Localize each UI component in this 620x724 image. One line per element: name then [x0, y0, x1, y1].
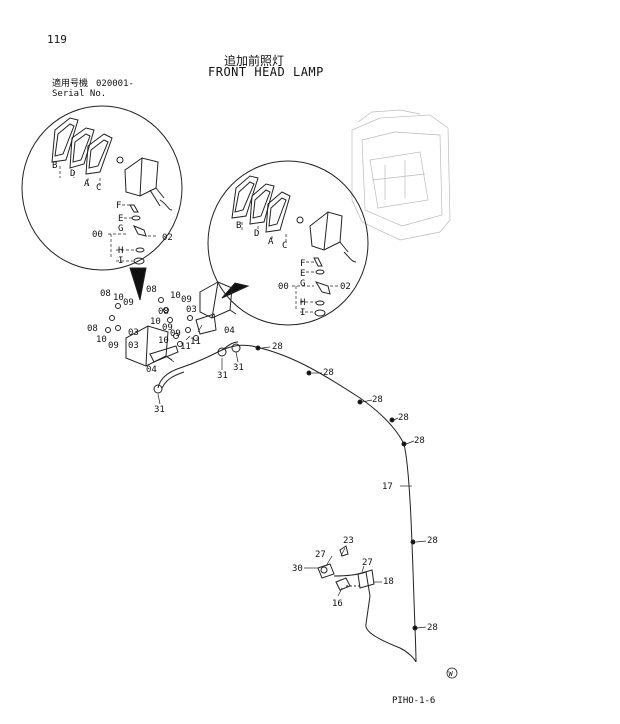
callout-I-right: I [300, 308, 305, 318]
serial-value: 020001- [96, 79, 134, 89]
callout-03-b: 03 [128, 341, 139, 351]
leaders-right-bubble [241, 222, 338, 313]
callout-27-b: 27 [362, 558, 373, 568]
machine-outline [351, 109, 451, 241]
switch-panel [317, 545, 375, 597]
callout-E-left: E [118, 214, 123, 224]
serial-label-japanese: 適用号機 [52, 79, 89, 89]
callout-31-a: 31 [154, 405, 165, 415]
callout-17: 17 [382, 482, 393, 492]
callout-G-left: G [118, 224, 123, 234]
callout-08-d: 08 [158, 307, 169, 317]
callout-I-left: I [118, 256, 123, 266]
callout-04-a: 04 [146, 365, 157, 375]
callout-18: 18 [383, 577, 394, 587]
callout-B-right: B [236, 221, 241, 231]
callout-08-c: 08 [146, 285, 157, 295]
pointer-right [221, 282, 250, 299]
page-number: 119 [47, 33, 67, 46]
callout-10-e: 10 [158, 336, 169, 346]
lamp-exploded-right [231, 175, 357, 317]
callout-23: 23 [343, 536, 354, 546]
callout-09-b: 09 [108, 341, 119, 351]
callout-G-right: G [300, 279, 305, 289]
callout-30: 30 [292, 564, 303, 574]
callout-labels: B D A C F E G 00 02 H I B D A C F E G 00… [52, 161, 438, 633]
lamp-assembly-left [105, 297, 183, 367]
callout-F-left: F [116, 201, 121, 211]
wire-harness [153, 341, 418, 663]
callout-16: 16 [332, 599, 343, 609]
callout-C-right: C [282, 241, 287, 251]
callout-leaders [157, 324, 427, 629]
footer-code: PIHO-1-6 [392, 696, 436, 706]
callout-28-c: 28 [372, 395, 383, 405]
circled-w-stamp: W [446, 667, 458, 679]
callout-28-e: 28 [414, 436, 425, 446]
callout-28-b: 28 [323, 368, 334, 378]
callout-03-c: 03 [186, 305, 197, 315]
callout-H-right: H [300, 298, 305, 308]
callout-11-a: 11 [180, 342, 191, 352]
callout-10-a: 10 [113, 293, 124, 303]
callout-H-left: H [118, 246, 123, 256]
callout-A-left: A [84, 179, 90, 189]
callout-02-left: 02 [162, 233, 173, 243]
callout-F-right: F [300, 259, 305, 269]
callout-03-a: 03 [128, 328, 139, 338]
callout-11-b: 11 [190, 337, 201, 347]
callout-D-right: D [254, 229, 259, 239]
detail-bubble-left [21, 105, 183, 271]
lamp-assembly-right [185, 281, 237, 341]
callout-04-b: 04 [224, 326, 235, 336]
callout-C-left: C [96, 183, 101, 193]
callout-28-g: 28 [427, 623, 438, 633]
stamp-symbol: W [449, 670, 454, 678]
serial-label-english: Serial No. [52, 89, 107, 99]
callout-28-d: 28 [398, 413, 409, 423]
callout-D-left: D [70, 169, 75, 179]
callout-09-c: 09 [181, 295, 192, 305]
callout-B-left: B [52, 161, 57, 171]
title-english: FRONT HEAD LAMP [208, 65, 324, 79]
callout-10-b: 10 [96, 335, 107, 345]
callout-A-right: A [268, 237, 274, 247]
callout-00-left: 00 [92, 230, 103, 240]
pointer-left [129, 267, 147, 301]
callout-08-a: 08 [100, 289, 111, 299]
callout-02-right: 02 [340, 282, 351, 292]
callout-08-b: 08 [87, 324, 98, 334]
callout-00-right: 00 [278, 282, 289, 292]
callout-27-a: 27 [315, 550, 326, 560]
callout-31-c: 31 [233, 363, 244, 373]
detail-bubble-right [207, 160, 369, 326]
callout-09-a: 09 [123, 298, 134, 308]
callout-31-b: 31 [217, 371, 228, 381]
callout-E-right: E [300, 269, 305, 279]
leaders-left-bubble [59, 166, 158, 262]
lamp-exploded-left [51, 117, 173, 265]
callout-10-c: 10 [170, 291, 181, 301]
callout-28-f: 28 [427, 536, 438, 546]
callout-09-d: 09 [162, 323, 173, 333]
callout-28-a: 28 [272, 342, 283, 352]
title-japanese: 追加前照灯 [224, 54, 285, 68]
callout-10-d: 10 [150, 317, 161, 327]
callout-09-e: 09 [170, 329, 181, 339]
